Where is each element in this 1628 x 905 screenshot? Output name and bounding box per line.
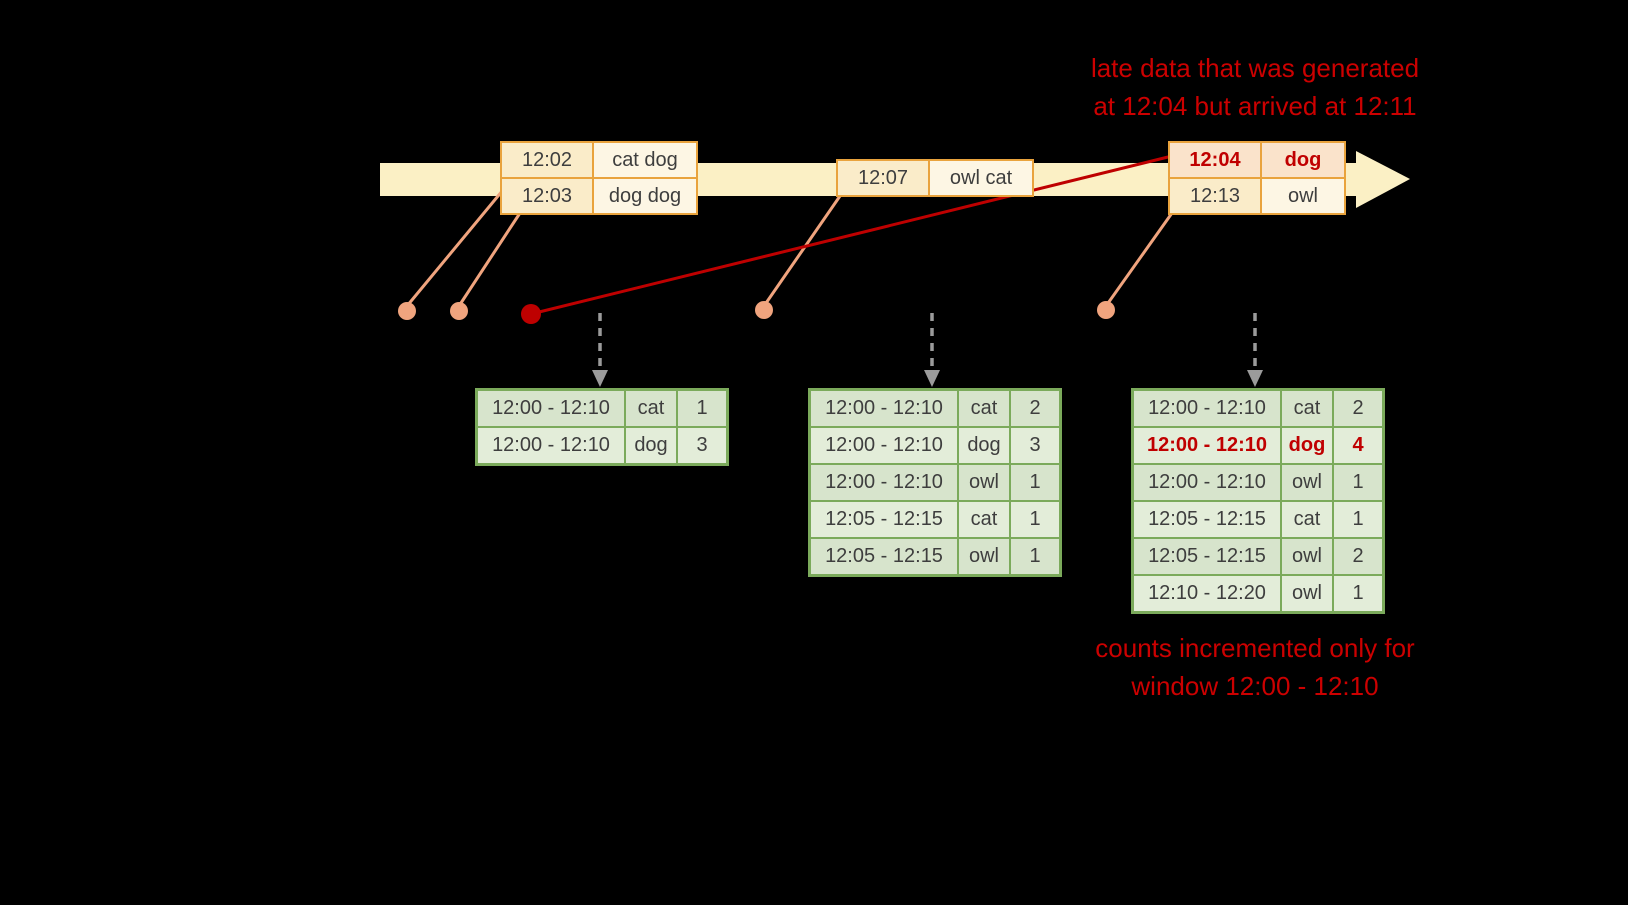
- result-count: 1: [1333, 464, 1383, 501]
- result-word: owl: [958, 538, 1010, 575]
- trigger-arrow: [592, 313, 608, 387]
- trigger-arrow: [924, 313, 940, 387]
- event-table: 12:04 dog 12:13 owl: [1168, 141, 1346, 215]
- late-event-marker-dot: [521, 304, 541, 324]
- result-word: cat: [958, 390, 1010, 427]
- result-word: owl: [1281, 538, 1333, 575]
- result-window: 12:05 - 12:15: [810, 538, 958, 575]
- result-count: 2: [1010, 390, 1060, 427]
- event-words: cat dog: [593, 142, 697, 178]
- result-row: 12:00 - 12:10 cat 1: [477, 390, 727, 427]
- result-word: cat: [958, 501, 1010, 538]
- event-time: 12:03: [501, 178, 593, 214]
- result-row: 12:00 - 12:10 owl 1: [810, 464, 1060, 501]
- result-row: 12:10 - 12:20 owl 1: [1133, 575, 1383, 612]
- trigger-arrow: [1247, 313, 1263, 387]
- result-window: 12:00 - 12:10: [810, 390, 958, 427]
- result-row: 12:05 - 12:15 owl 1: [810, 538, 1060, 575]
- event-words: owl cat: [929, 160, 1033, 196]
- result-window: 12:00 - 12:10: [1133, 464, 1281, 501]
- result-count: 3: [677, 427, 727, 464]
- result-window: 12:05 - 12:15: [1133, 501, 1281, 538]
- result-word: owl: [958, 464, 1010, 501]
- result-count: 1: [677, 390, 727, 427]
- event-time: 12:02: [501, 142, 593, 178]
- result-word: owl: [1281, 575, 1333, 612]
- result-window: 12:00 - 12:10: [810, 464, 958, 501]
- event-marker-dot: [398, 302, 416, 320]
- counts-annotation: counts incremented only for window 12:00…: [1095, 633, 1415, 701]
- result-table: 12:00 - 12:10 cat 2 12:00 - 12:10 dog 4 …: [1131, 388, 1385, 614]
- result-count: 4: [1333, 427, 1383, 464]
- event-words: dog dog: [593, 178, 697, 214]
- event-row: 12:07 owl cat: [837, 160, 1033, 196]
- result-row: 12:05 - 12:15 cat 1: [1133, 501, 1383, 538]
- result-row: 12:00 - 12:10 dog 3: [810, 427, 1060, 464]
- result-row: 12:05 - 12:15 owl 2: [1133, 538, 1383, 575]
- result-window: 12:00 - 12:10: [1133, 390, 1281, 427]
- result-count: 1: [1010, 464, 1060, 501]
- result-window: 12:05 - 12:15: [1133, 538, 1281, 575]
- connector-line: [1104, 211, 1174, 308]
- timeline-arrow-head: [1356, 151, 1410, 208]
- result-window: 12:00 - 12:10: [1133, 427, 1281, 464]
- event-row: 12:13 owl: [1169, 178, 1345, 214]
- result-word: dog: [625, 427, 677, 464]
- result-word: dog: [1281, 427, 1333, 464]
- trigger-arrow-head: [1247, 370, 1263, 387]
- result-count: 1: [1010, 538, 1060, 575]
- trigger-arrow-head: [924, 370, 940, 387]
- event-marker-dot: [450, 302, 468, 320]
- connector-line: [457, 211, 522, 308]
- event-row: 12:02 cat dog: [501, 142, 697, 178]
- result-count: 3: [1010, 427, 1060, 464]
- event-row: 12:03 dog dog: [501, 178, 697, 214]
- result-row: 12:00 - 12:10 cat 2: [810, 390, 1060, 427]
- result-table: 12:00 - 12:10 cat 2 12:00 - 12:10 dog 3 …: [808, 388, 1062, 577]
- event-words: dog: [1261, 142, 1345, 178]
- connector-line: [405, 188, 505, 308]
- event-marker-dot: [755, 301, 773, 319]
- result-count: 1: [1333, 501, 1383, 538]
- result-row: 12:05 - 12:15 cat 1: [810, 501, 1060, 538]
- event-time: 12:13: [1169, 178, 1261, 214]
- late-data-connector-line: [529, 155, 1170, 316]
- result-word: cat: [1281, 501, 1333, 538]
- event-words: owl: [1261, 178, 1345, 214]
- result-window: 12:05 - 12:15: [810, 501, 958, 538]
- result-word: cat: [625, 390, 677, 427]
- result-count: 1: [1333, 575, 1383, 612]
- result-row: 12:00 - 12:10 dog 3: [477, 427, 727, 464]
- result-word: owl: [1281, 464, 1333, 501]
- result-window: 12:00 - 12:10: [810, 427, 958, 464]
- event-time: 12:07: [837, 160, 929, 196]
- result-count: 2: [1333, 538, 1383, 575]
- late-updated-result-row: 12:00 - 12:10 dog 4: [1133, 427, 1383, 464]
- late-data-annotation: late data that was generated at 12:04 bu…: [1090, 53, 1420, 121]
- event-marker-dot: [1097, 301, 1115, 319]
- result-window: 12:00 - 12:10: [477, 427, 625, 464]
- late-event-row: 12:04 dog: [1169, 142, 1345, 178]
- result-row: 12:00 - 12:10 cat 2: [1133, 390, 1383, 427]
- result-table: 12:00 - 12:10 cat 1 12:00 - 12:10 dog 3: [475, 388, 729, 466]
- event-time: 12:04: [1169, 142, 1261, 178]
- connector-line: [762, 194, 842, 308]
- result-word: dog: [958, 427, 1010, 464]
- result-word: cat: [1281, 390, 1333, 427]
- result-window: 12:10 - 12:20: [1133, 575, 1281, 612]
- result-window: 12:00 - 12:10: [477, 390, 625, 427]
- result-row: 12:00 - 12:10 owl 1: [1133, 464, 1383, 501]
- event-table: 12:07 owl cat: [836, 159, 1034, 197]
- result-count: 2: [1333, 390, 1383, 427]
- result-count: 1: [1010, 501, 1060, 538]
- trigger-arrow-head: [592, 370, 608, 387]
- event-table: 12:02 cat dog 12:03 dog dog: [500, 141, 698, 215]
